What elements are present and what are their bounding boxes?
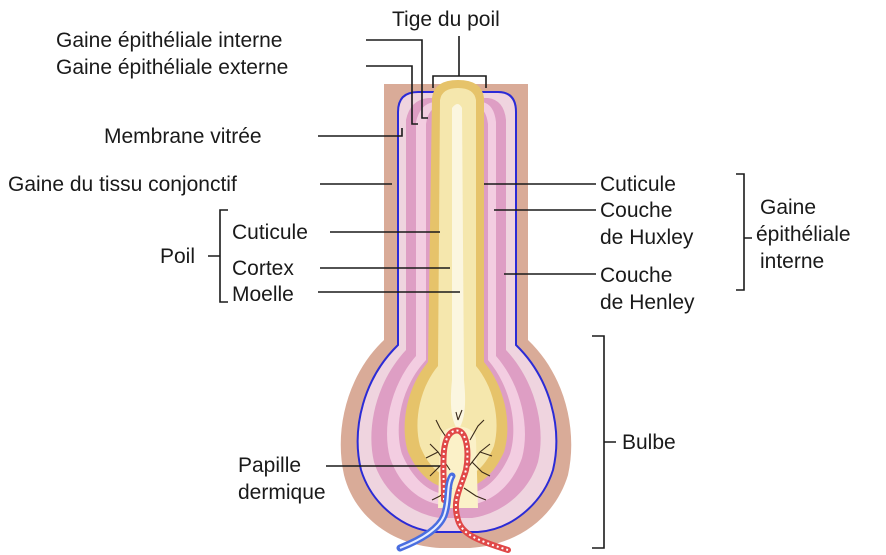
label-gaine-epitheliale-externe: Gaine épithéliale externe (56, 56, 288, 79)
label-papille-1: Papille (238, 454, 301, 477)
label-gaine-epitheliale-interne-top: Gaine épithéliale interne (56, 29, 283, 52)
label-couche-huxley-2: de Huxley (600, 226, 694, 249)
label-gaine-tissu-conjonctif: Gaine du tissu conjonctif (8, 173, 237, 196)
bulbe-bracket (592, 336, 616, 548)
label-gaine-interne-right-2: épithéliale (756, 223, 851, 246)
gaine-interne-bracket (736, 174, 752, 290)
label-gaine-interne-right-3: interne (760, 250, 824, 273)
label-papille-2: dermique (238, 481, 326, 504)
label-couche-henley-2: de Henley (600, 291, 695, 314)
label-cuticule-left: Cuticule (232, 221, 308, 244)
label-poil: Poil (160, 245, 195, 268)
label-gaine-interne-right-1: Gaine (760, 196, 816, 219)
label-couche-henley-1: Couche (600, 264, 672, 287)
label-cuticule-right: Cuticule (600, 173, 676, 196)
label-membrane-vitree: Membrane vitrée (104, 125, 262, 148)
label-cortex: Cortex (232, 257, 294, 280)
label-moelle: Moelle (232, 283, 294, 306)
label-tige-du-poil: Tige du poil (392, 8, 500, 31)
follicle-illustration (341, 80, 572, 548)
label-bulbe: Bulbe (622, 431, 676, 454)
poil-bracket (208, 210, 228, 302)
label-couche-huxley-1: Couche (600, 199, 672, 222)
